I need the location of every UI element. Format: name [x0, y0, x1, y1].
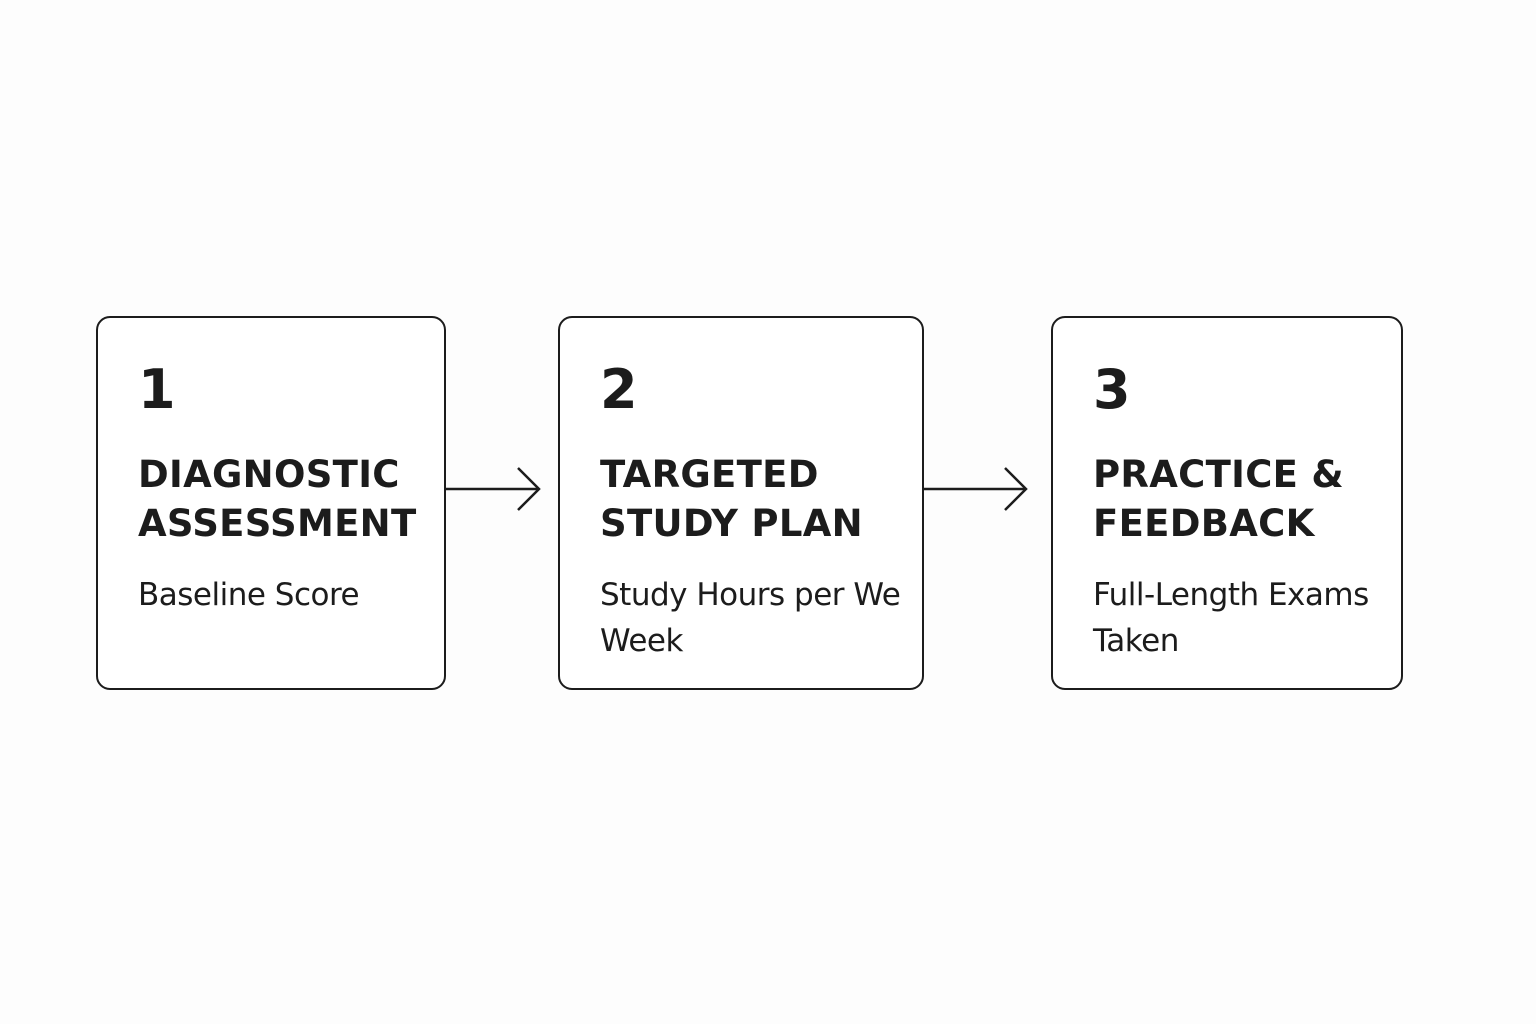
step-metric: Study Hours per We Week	[600, 577, 901, 659]
step-title: PRACTICE & FEEDBACK	[1093, 453, 1344, 545]
arrow-right-icon	[446, 467, 541, 511]
step-title: TARGETED STUDY PLAN	[600, 453, 863, 545]
step-number: 3	[1093, 358, 1131, 421]
step-title: DIAGNOSTIC ASSESSMENT	[138, 453, 417, 545]
step-box-practice-feedback: 3 PRACTICE & FEEDBACK Full-Length Exams …	[1051, 316, 1403, 690]
step-metric: Full-Length Exams Taken	[1093, 577, 1369, 659]
step-number: 2	[600, 358, 638, 421]
step-box-diagnostic-assessment: 1 DIAGNOSTIC ASSESSMENT Baseline Score	[96, 316, 446, 690]
step-metric: Baseline Score	[138, 577, 360, 613]
arrow-right-icon	[924, 467, 1028, 511]
step-box-targeted-study-plan: 2 TARGETED STUDY PLAN Study Hours per We…	[558, 316, 924, 690]
step-number: 1	[138, 358, 176, 421]
